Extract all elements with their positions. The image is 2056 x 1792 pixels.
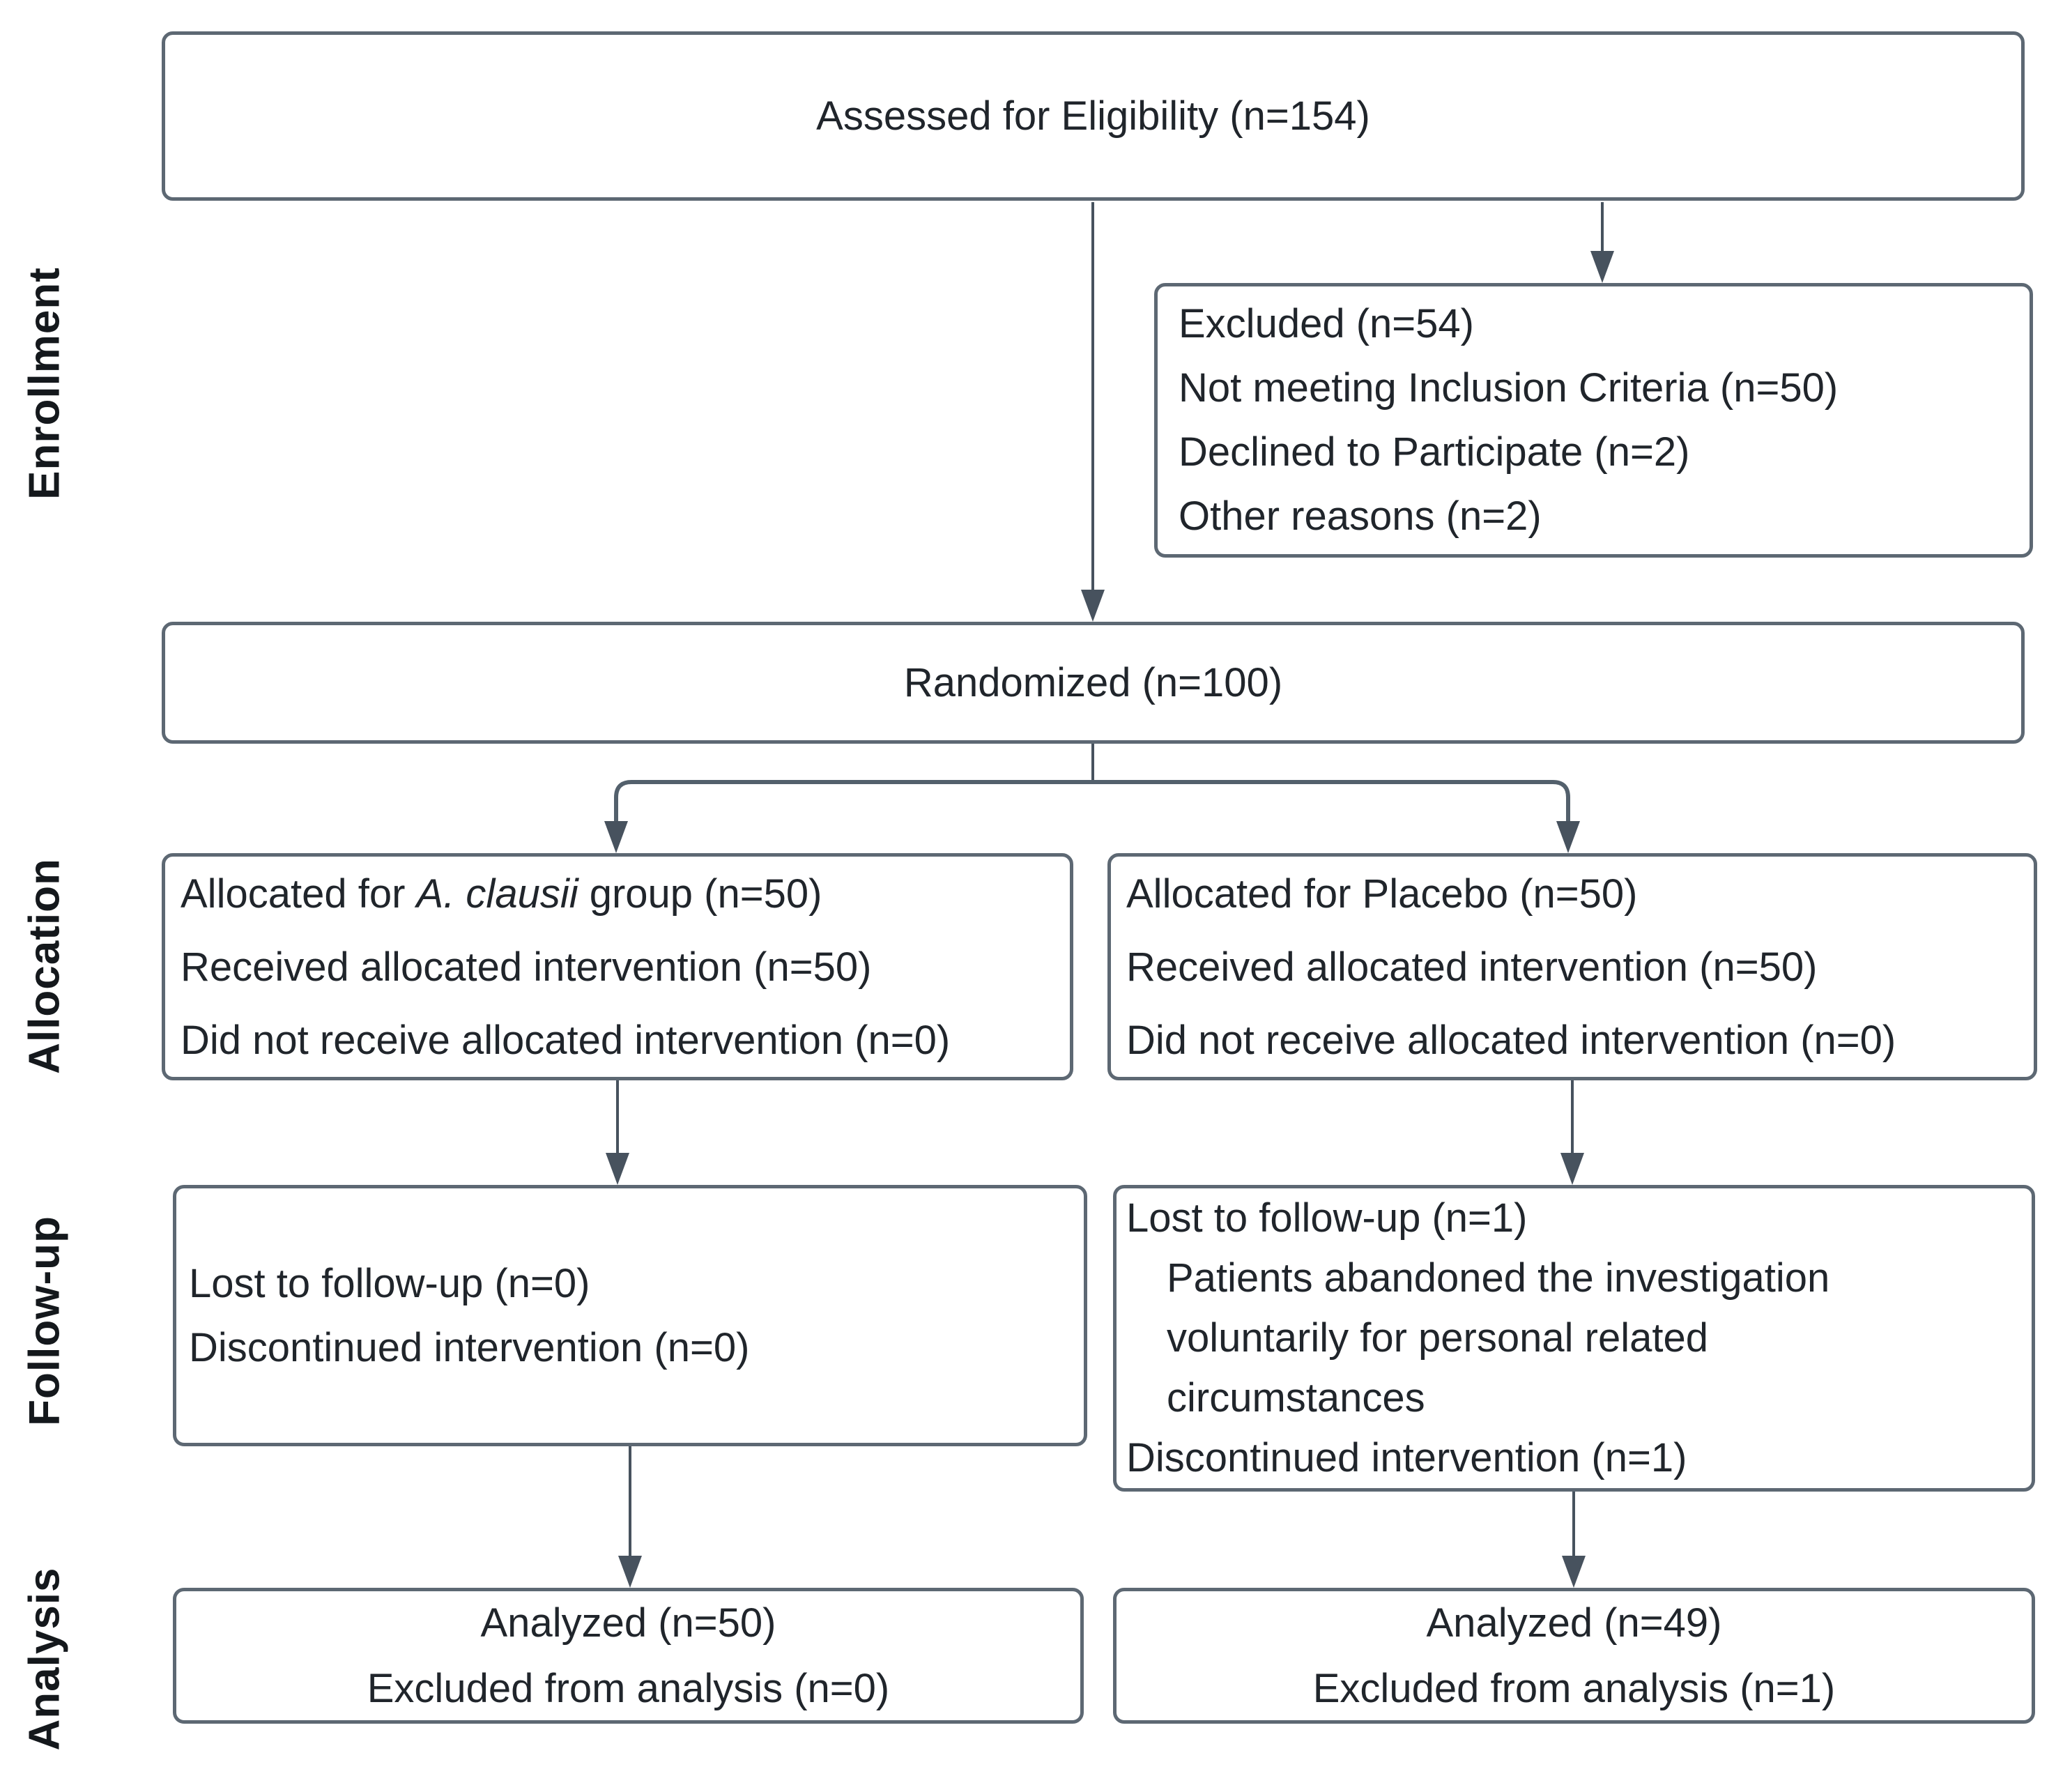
analysis-placebo-line: Excluded from analysis (n=1) (1312, 1665, 1836, 1711)
arrowhead-analysis-right (1562, 1556, 1586, 1588)
box-followup-placebo: Lost to follow-up (n=1) Patients abandon… (1113, 1185, 2035, 1492)
arrowhead-followup-left (606, 1153, 629, 1185)
line-randomized-split (614, 780, 1570, 824)
followup-intervention-line: Lost to follow-up (n=0) (189, 1260, 590, 1306)
followup-placebo-line: Discontinued intervention (n=1) (1126, 1435, 1687, 1480)
arrowhead-allocation-left (604, 821, 628, 853)
arrowhead-followup-right (1560, 1153, 1584, 1185)
group-name-italic: A. clausii (416, 871, 578, 917)
followup-placebo-reason: Patients abandoned the investigation (1167, 1255, 1830, 1301)
allocation-placebo-line: Received allocated intervention (n=50) (1126, 944, 1818, 990)
allocation-placebo-line: Allocated for Placebo (n=50) (1126, 871, 1638, 917)
stage-label-followup: Follow-up (20, 1216, 69, 1426)
stage-label-enrollment: Enrollment (20, 267, 69, 500)
box-excluded: Excluded (n=54) Not meeting Inclusion Cr… (1154, 283, 2033, 558)
box-allocation-intervention: Allocated for A. clausii group (n=50) Re… (162, 853, 1073, 1080)
followup-placebo-reason: circumstances (1167, 1375, 1425, 1420)
excluded-line: Not meeting Inclusion Criteria (n=50) (1179, 365, 1839, 411)
randomized-text: Randomized (n=100) (903, 660, 1283, 705)
analysis-placebo-line: Analyzed (n=49) (1426, 1600, 1722, 1646)
analysis-intervention-line: Excluded from analysis (n=0) (367, 1665, 890, 1711)
box-followup-intervention: Lost to follow-up (n=0) Discontinued int… (173, 1185, 1087, 1446)
followup-intervention-line: Discontinued intervention (n=0) (189, 1324, 750, 1370)
assessed-text: Assessed for Eligibility (n=154) (816, 93, 1370, 139)
arrowhead-randomized (1081, 590, 1105, 622)
allocation-intervention-line: Allocated for A. clausii group (n=50) (181, 871, 822, 917)
excluded-line: Excluded (n=54) (1179, 301, 1474, 346)
excluded-line: Declined to Participate (n=2) (1179, 429, 1690, 475)
box-assessed-eligibility: Assessed for Eligibility (n=154) (162, 31, 2025, 201)
box-analysis-placebo: Analyzed (n=49) Excluded from analysis (… (1113, 1588, 2035, 1724)
followup-placebo-line: Lost to follow-up (n=1) (1126, 1195, 1528, 1241)
stage-label-analysis: Analysis (20, 1567, 69, 1751)
box-analysis-intervention: Analyzed (n=50) Excluded from analysis (… (173, 1588, 1084, 1724)
box-allocation-placebo: Allocated for Placebo (n=50) Received al… (1107, 853, 2037, 1080)
analysis-intervention-line: Analyzed (n=50) (480, 1600, 776, 1646)
allocation-placebo-line: Did not receive allocated intervention (… (1126, 1017, 1896, 1063)
allocation-intervention-line: Did not receive allocated intervention (… (181, 1017, 951, 1063)
arrowhead-excluded (1590, 251, 1614, 283)
box-randomized: Randomized (n=100) (162, 622, 2025, 744)
arrowhead-analysis-left (618, 1556, 642, 1588)
followup-placebo-reason: voluntarily for personal related (1167, 1315, 1708, 1361)
allocation-intervention-line: Received allocated intervention (n=50) (181, 944, 872, 990)
excluded-line: Other reasons (n=2) (1179, 493, 1542, 539)
stage-label-allocation: Allocation (20, 858, 69, 1074)
arrowhead-allocation-right (1556, 821, 1580, 853)
